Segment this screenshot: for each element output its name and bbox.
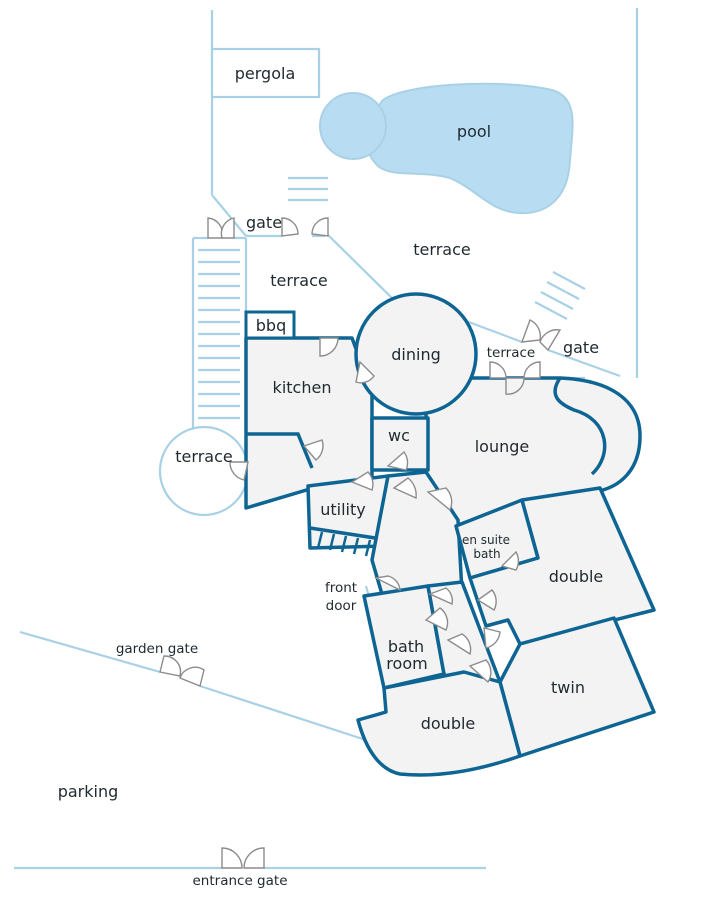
label-terrace-upper-right: terrace [413,240,470,259]
label-bathroom-1: bath [388,637,424,656]
label-double-lower: double [421,714,476,733]
label-wc: wc [388,426,410,445]
label-dining: dining [391,345,440,364]
pergola [210,47,321,99]
label-en-suite-2: bath [473,547,500,561]
label-en-suite-1: en suite [462,533,510,547]
label-bathroom-2: room [386,654,427,673]
site-boundary [14,8,639,870]
steps-left [198,248,240,420]
label-parking: parking [58,782,119,801]
label-utility: utility [320,500,366,519]
steps-top [288,176,328,202]
gate-top-door [281,217,299,237]
front-steps [316,531,372,557]
label-bbq: bbq [256,316,286,335]
label-front-door-2: door [326,598,357,614]
label-front-door-1: front [325,580,357,596]
label-garden-gate: garden gate [116,641,198,657]
labels: pergola pool gate terrace terrace bbq di… [58,64,604,889]
label-twin: twin [551,678,585,697]
label-entrance-gate: entrance gate [193,873,288,889]
label-terrace-middle: terrace [270,271,327,290]
pool [319,82,574,215]
steps-right [534,271,586,320]
label-pool: pool [457,122,491,141]
label-lounge: lounge [475,437,530,456]
label-double-upper: double [549,567,604,586]
label-gate-right: gate [563,338,599,357]
label-terrace-small: terrace [487,345,535,361]
label-kitchen: kitchen [273,378,332,397]
label-gate-top: gate [246,213,282,232]
label-terrace-round: terrace [175,447,232,466]
doors [159,217,562,869]
label-pergola: pergola [235,64,296,83]
